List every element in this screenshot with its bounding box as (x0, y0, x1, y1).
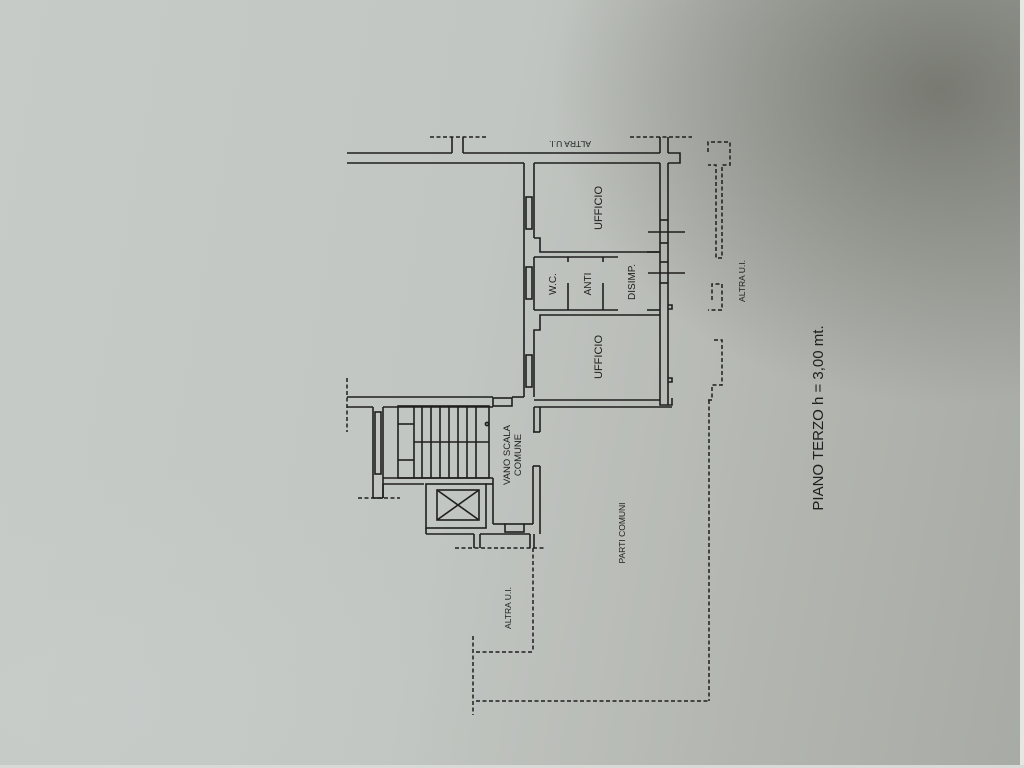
neighbor-label-top: ALTRA U.I. (549, 139, 591, 149)
room-label-disimp: DISIMP. (627, 264, 638, 300)
room-label-wc: W.C. (548, 273, 559, 295)
room-label-parti-comuni: PARTI COMUNI (617, 502, 627, 563)
room-label-ufficio-top: UFFICIO (593, 186, 605, 230)
neighbor-label-left: ALTRA U.I. (503, 587, 513, 629)
room-label-anti: ANTI (583, 273, 594, 296)
room-label-vano-scala-comune: COMUNE (513, 434, 524, 476)
neighbor-label-right: ALTRA U.I. (737, 260, 747, 302)
room-labels: UFFICIO UFFICIO W.C. ANTI DISIMP. VANO S… (502, 139, 827, 629)
room-label-ufficio-bottom: UFFICIO (593, 335, 605, 379)
floor-title: PIANO TERZO h = 3,00 mt. (810, 325, 827, 510)
paper-edge-right (1020, 0, 1024, 768)
walls (347, 137, 685, 548)
paper-edge-bottom (0, 765, 1024, 768)
neighbor-boundaries (346, 136, 731, 715)
room-label-vano-scala: VANO SCALA (502, 424, 513, 485)
